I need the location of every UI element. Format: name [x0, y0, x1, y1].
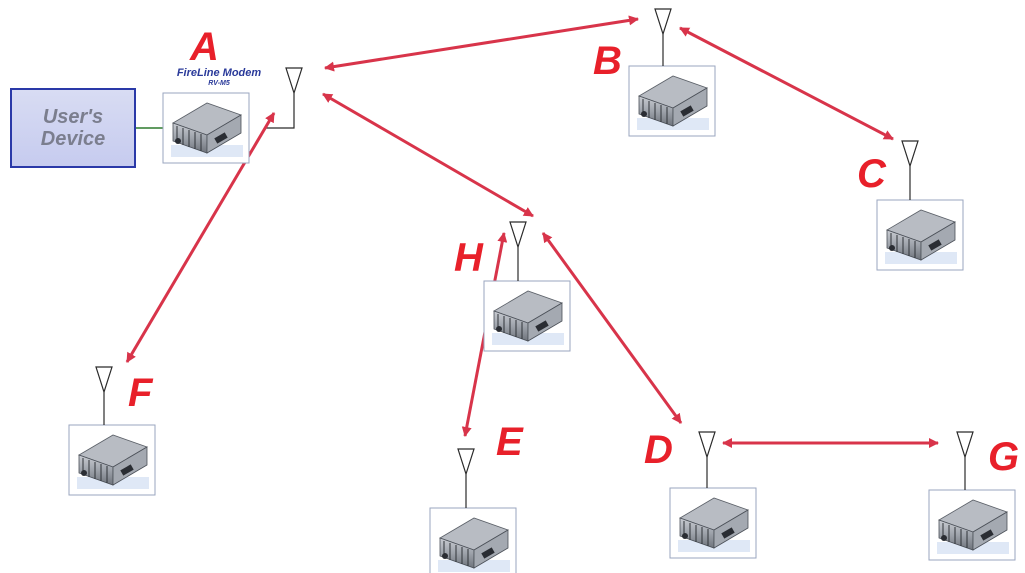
modem-f	[68, 424, 156, 496]
modem-b	[628, 65, 716, 137]
antenna-c	[901, 140, 919, 200]
modem-c	[876, 199, 964, 271]
users-device-box: User's Device	[10, 88, 136, 168]
link-h-d	[541, 232, 683, 424]
antenna-b	[654, 8, 672, 66]
antennas-layer	[95, 8, 974, 508]
modem-e	[429, 507, 517, 573]
modem-model-title: FireLine Modem	[176, 67, 262, 79]
modem-h	[483, 280, 571, 352]
node-label-c: C	[857, 152, 887, 196]
node-label-e: E	[496, 420, 524, 464]
antenna-e	[457, 448, 475, 508]
antenna-f	[95, 366, 113, 425]
link-a-b	[324, 15, 639, 72]
antenna-a	[285, 67, 303, 98]
modem-d	[669, 487, 757, 559]
users-device-label: User's Device	[40, 106, 106, 150]
modem-a	[162, 92, 250, 164]
node-label-g: G	[988, 435, 1021, 479]
antenna-h	[509, 221, 527, 281]
node-label-d: D	[644, 428, 674, 472]
antenna-d	[698, 431, 716, 488]
modems-layer	[68, 65, 1016, 573]
node-label-a: A	[190, 25, 220, 69]
modem-g	[928, 489, 1016, 561]
link-b-c	[679, 26, 894, 141]
node-label-h: H	[454, 236, 484, 280]
modem-model-subtitle: RV-M5	[208, 80, 230, 87]
antenna-g	[956, 431, 974, 490]
node-label-b: B	[593, 39, 623, 83]
link-a-h	[322, 92, 534, 218]
node-label-f: F	[128, 371, 154, 415]
